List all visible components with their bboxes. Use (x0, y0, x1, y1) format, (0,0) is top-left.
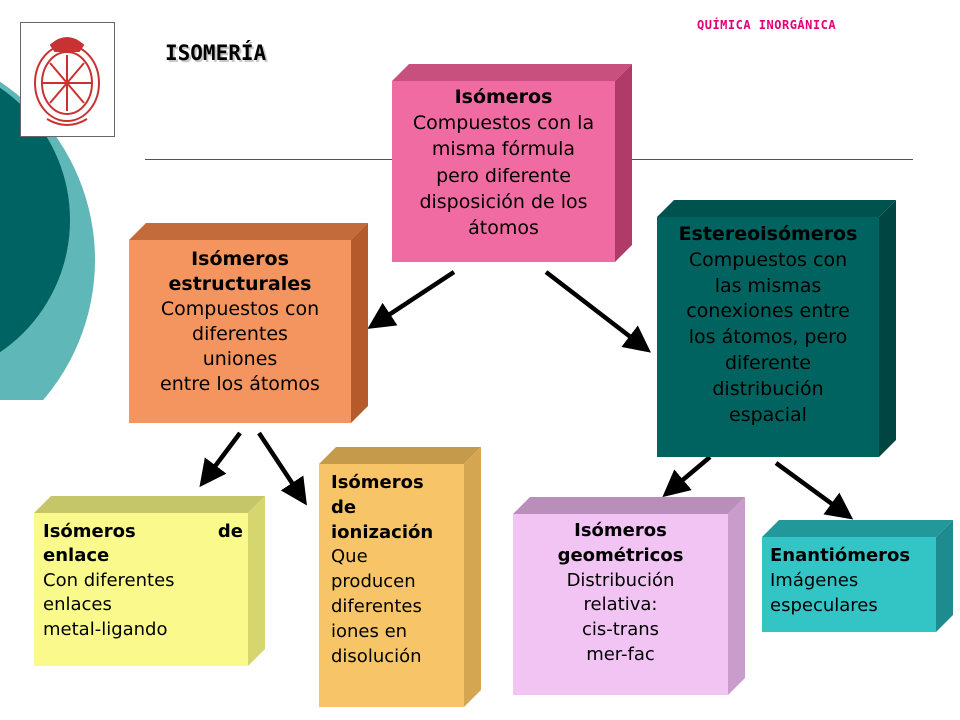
ionizacion-desc-2: producen (331, 571, 416, 593)
estructurales-desc-1: Compuestos con (160, 298, 320, 321)
box-geometricos: Isómeros geométricos Distribución relati… (513, 497, 745, 695)
box-ionizacion: Isómeros de ionización Que producen dife… (319, 447, 481, 707)
box-estructurales: Isómeros estructurales Compuestos con di… (129, 223, 368, 423)
geometricos-desc-4: mer-fac (586, 644, 655, 666)
arrow-to-geometricos (662, 455, 712, 498)
arrow-to-enantiomeros (774, 461, 854, 520)
isomeros-desc-2: misma fórmula (431, 138, 576, 161)
estructurales-title-2: estructurales (168, 273, 312, 296)
enlace-title-a: Isómeros (43, 521, 136, 542)
ionizacion-desc-3: diferentes (331, 596, 422, 618)
estereo-desc-1: Compuestos con (688, 248, 848, 271)
university-seal-logo (20, 22, 115, 137)
enlace-desc-1: Con diferentes (43, 569, 175, 591)
isomeros-title: Isómeros (454, 86, 553, 108)
estructurales-desc-2: diferentes (192, 323, 288, 346)
estereo-desc-4: los átomos, pero (688, 326, 848, 349)
estereo-desc-5: diferente (725, 352, 811, 375)
estereo-desc-3: conexiones entre (686, 300, 850, 323)
enantiomeros-desc-2: especulares (770, 594, 878, 616)
estereo-desc-2: las mismas (714, 274, 822, 297)
decorative-circles (0, 81, 95, 400)
estructurales-desc-4: entre los átomos (160, 373, 320, 396)
isomeros-desc-3: pero diferente (436, 164, 571, 187)
ionizacion-desc-1: Que (331, 546, 368, 568)
box-estereoisomeros: Estereoisómeros Compuestos con las misma… (657, 200, 896, 457)
arrow-to-enlace (199, 431, 242, 488)
enlace-desc-2: enlaces (43, 594, 112, 616)
arrow-to-estructurales (367, 270, 456, 329)
box-isomeros: Isómeros Compuestos con la misma fórmula… (392, 64, 632, 262)
ionizacion-desc-4: iones en (331, 620, 408, 642)
ionizacion-title-c: ionización (331, 521, 434, 543)
ionizacion-title-a: Isómeros (331, 472, 424, 493)
box-enantiomeros: Enantiómeros Imágenes especulares (762, 520, 953, 632)
enantiomeros-title: Enantiómeros (770, 545, 911, 566)
isomeros-desc-5: átomos (468, 217, 539, 240)
box-enlace: Isómeros de enlace Con diferentes enlace… (34, 496, 265, 666)
arrow-to-estereo (544, 270, 651, 353)
isomeros-desc-4: disposición de los (419, 190, 588, 213)
geometricos-desc-3: cis-trans (581, 619, 660, 641)
geometricos-desc-2: relativa: (583, 594, 658, 616)
geometricos-title-2: geométricos (557, 544, 684, 566)
estereo-desc-7: espacial (729, 403, 807, 426)
estereo-desc-6: distribución (712, 377, 824, 400)
geometricos-desc-1: Distribución (566, 569, 675, 591)
ionizacion-desc-5: disolución (331, 645, 422, 667)
estereo-title: Estereoisómeros (678, 223, 858, 245)
enlace-title-b: de (217, 521, 243, 542)
isomeros-desc-1: Compuestos con la (412, 112, 595, 135)
subject-label: QUÍMICA INORGÁNICA (697, 18, 837, 32)
estructurales-desc-3: uniones (202, 348, 278, 371)
page-title: ISOMERÍA (165, 41, 267, 65)
enantiomeros-desc-1: Imágenes (770, 569, 859, 591)
enlace-desc-3: metal-ligando (43, 618, 168, 640)
enlace-title-c: enlace (43, 545, 110, 567)
geometricos-title-1: Isómeros (574, 520, 667, 541)
arrow-to-ionizacion (257, 431, 307, 506)
estructurales-title-1: Isómeros (191, 248, 289, 270)
ionizacion-title-b: de (331, 496, 357, 518)
